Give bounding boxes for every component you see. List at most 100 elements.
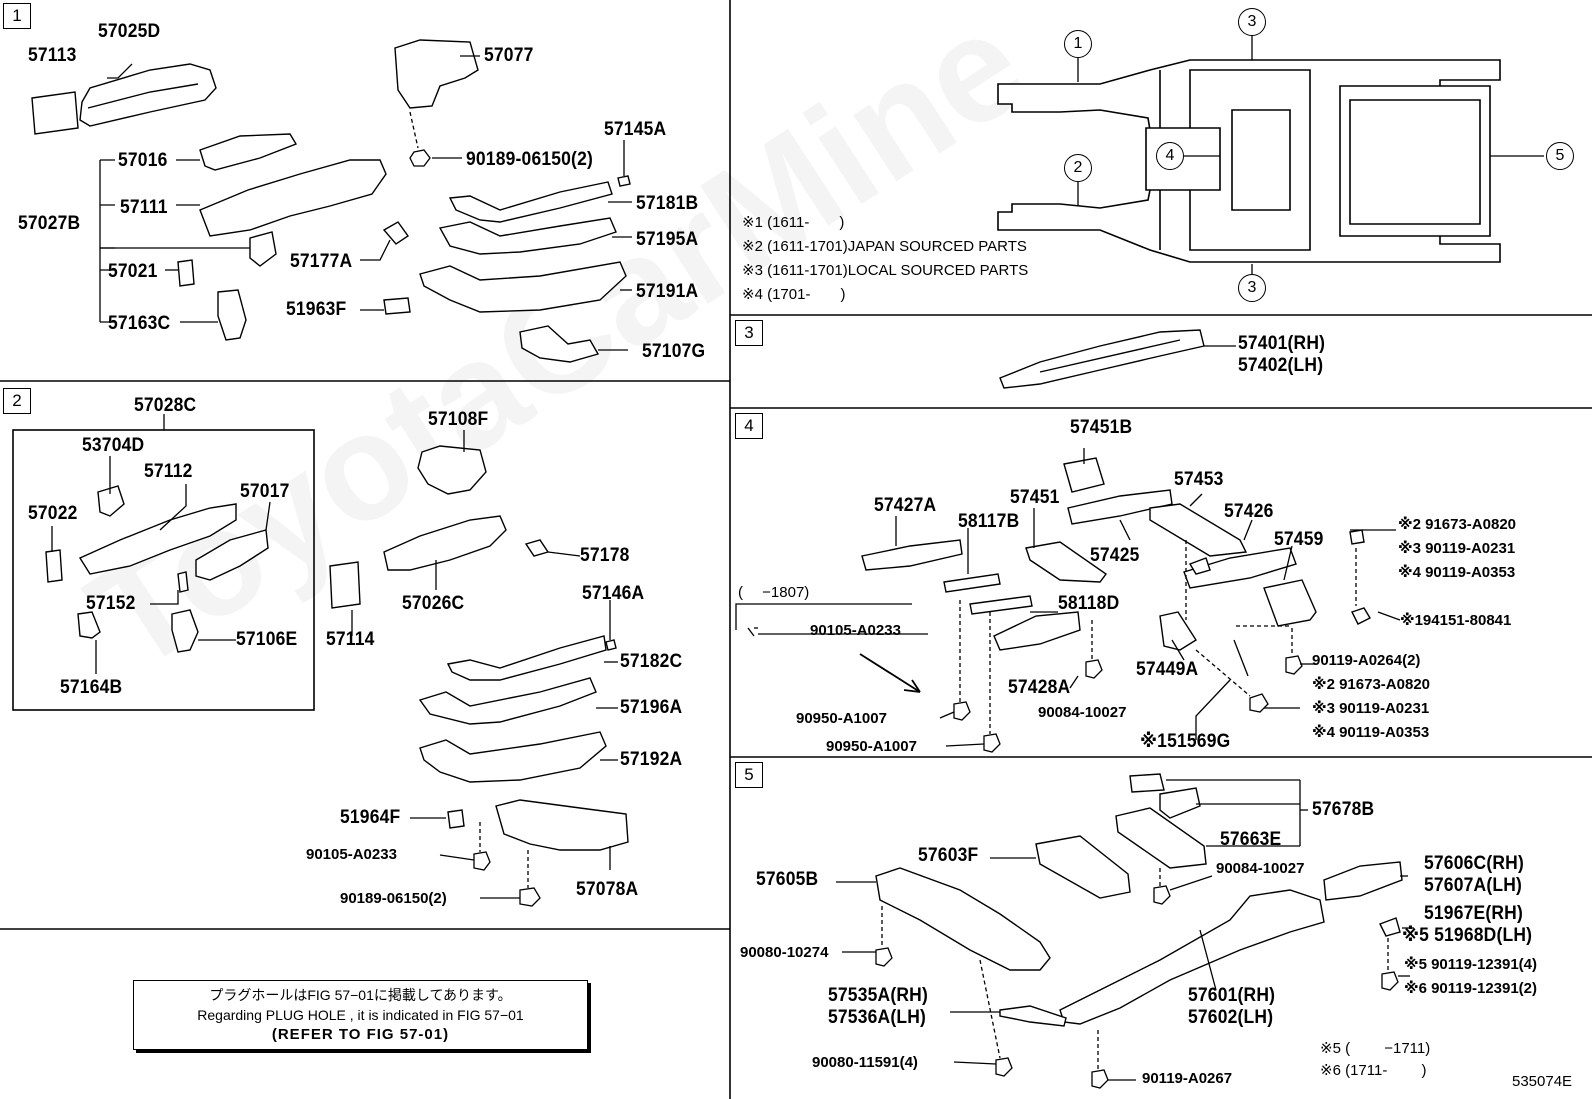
part-label-57535A-rh[interactable]: 57535A(RH): [828, 985, 928, 1006]
part-label-57401-rh[interactable]: 57401(RH): [1238, 333, 1326, 354]
section-marker-5: 5: [735, 762, 763, 788]
part-label-57195A[interactable]: 57195A: [636, 229, 699, 250]
part-label-57451[interactable]: 57451: [1010, 487, 1060, 508]
index-circle-3-top: 3: [1238, 8, 1266, 36]
part-label-57607A-lh[interactable]: 57607A(LH): [1424, 875, 1523, 896]
part-label-57146A[interactable]: 57146A: [582, 583, 645, 604]
part-label-57196A[interactable]: 57196A: [620, 697, 683, 718]
plug-note-en: Regarding PLUG HOLE , it is indicated in…: [197, 1007, 524, 1023]
part-label-57182C[interactable]: 57182C: [620, 651, 683, 672]
part-label-57022[interactable]: 57022: [28, 503, 78, 524]
part-label-57017[interactable]: 57017: [240, 481, 290, 502]
index-note-1: ※1 (1611- ): [742, 214, 845, 231]
section-marker-1: 1: [3, 3, 31, 29]
part-label-57114[interactable]: 57114: [326, 629, 375, 650]
part-label-90950-A1007-b[interactable]: 90950-A1007: [826, 738, 917, 755]
part-label-90105-A0233-s4[interactable]: 90105-A0233: [810, 622, 901, 639]
part-label-57025D[interactable]: 57025D: [98, 21, 161, 42]
part-label-57178[interactable]: 57178: [580, 545, 630, 566]
part-label-57191A[interactable]: 57191A: [636, 281, 699, 302]
index-circle-5: 5: [1546, 142, 1574, 170]
part-label-57181B[interactable]: 57181B: [636, 193, 699, 214]
part-label-57678B[interactable]: 57678B: [1312, 799, 1375, 820]
note-3-90119-A0231-a[interactable]: ※3 90119-A0231: [1398, 540, 1516, 557]
part-label-57177A[interactable]: 57177A: [290, 251, 353, 272]
part-label-57145A[interactable]: 57145A: [604, 119, 667, 140]
part-label-194151-80841[interactable]: ※194151-80841: [1400, 612, 1512, 629]
part-label-51569G[interactable]: ※151569G: [1140, 731, 1231, 752]
part-label-57603F[interactable]: 57603F: [918, 845, 979, 866]
part-label-90080-10274[interactable]: 90080-10274: [740, 944, 829, 961]
part-label-57164B[interactable]: 57164B: [60, 677, 123, 698]
part-label-57425[interactable]: 57425: [1090, 545, 1140, 566]
part-label-51967E-rh[interactable]: 51967E(RH): [1424, 903, 1524, 924]
index-note-4: ※4 (1701- ): [742, 286, 846, 303]
section-marker-4: 4: [735, 413, 763, 439]
plug-hole-note: プラグホールはFIG 57−01に掲載してあります。 Regarding PLU…: [133, 980, 588, 1050]
part-label-57192A[interactable]: 57192A: [620, 749, 683, 770]
plug-note-jp: プラグホールはFIG 57−01に掲載してあります。: [209, 987, 512, 1003]
part-label-57453[interactable]: 57453: [1174, 469, 1224, 490]
note-5-90119-12391[interactable]: ※5 90119-12391(4): [1404, 956, 1538, 973]
part-label-57028C[interactable]: 57028C: [134, 395, 197, 416]
range-note-6: ※6 (1711- ): [1320, 1062, 1427, 1079]
note-2-91673-A0820-a[interactable]: ※2 91673-A0820: [1398, 516, 1517, 533]
note-3-90119-A0231-b[interactable]: ※3 90119-A0231: [1312, 700, 1430, 717]
part-57113: [31, 91, 79, 135]
part-label-57021[interactable]: 57021: [108, 261, 158, 282]
section-marker-2: 2: [3, 388, 31, 414]
part-label-57106E[interactable]: 57106E: [236, 629, 298, 650]
part-label-57107G[interactable]: 57107G: [642, 341, 706, 362]
part-label-57077[interactable]: 57077: [484, 45, 534, 66]
part-label-90189-06150-b[interactable]: 90189-06150(2): [340, 890, 447, 907]
part-label-57606C-rh[interactable]: 57606C(RH): [1424, 853, 1524, 874]
part-label-57026C[interactable]: 57026C: [402, 593, 465, 614]
part-label-57078A[interactable]: 57078A: [576, 879, 639, 900]
part-label-58118D[interactable]: 58118D: [1058, 593, 1120, 614]
part-label-57451B[interactable]: 57451B: [1070, 417, 1133, 438]
part-label-57536A-lh[interactable]: 57536A(LH): [828, 1007, 927, 1028]
part-label-57016[interactable]: 57016: [118, 150, 168, 171]
part-label-90189-06150[interactable]: 90189-06150(2): [466, 149, 593, 170]
part-label-90119-A0264[interactable]: 90119-A0264(2): [1312, 652, 1421, 669]
index-circle-2: 2: [1064, 154, 1092, 182]
part-label-57027B[interactable]: 57027B: [18, 213, 81, 234]
part-label-57402-lh[interactable]: 57402(LH): [1238, 355, 1324, 376]
part-label-90084-10027-s4[interactable]: 90084-10027: [1038, 704, 1127, 721]
part-label-57449A[interactable]: 57449A: [1136, 659, 1199, 680]
part-label-57602-lh[interactable]: 57602(LH): [1188, 1007, 1274, 1028]
part-label-57428A[interactable]: 57428A: [1008, 677, 1071, 698]
part-label-58117B[interactable]: 58117B: [958, 511, 1020, 532]
part-label-57426[interactable]: 57426: [1224, 501, 1274, 522]
part-label-57427A[interactable]: 57427A: [874, 495, 937, 516]
part-label-57108F[interactable]: 57108F: [428, 409, 489, 430]
index-note-2: ※2 (1611-1701)JAPAN SOURCED PARTS: [742, 238, 1027, 255]
index-circle-4: 4: [1156, 142, 1184, 170]
part-label-51964F[interactable]: 51964F: [340, 807, 401, 828]
part-label-90105-A0233[interactable]: 90105-A0233: [306, 846, 397, 863]
range-note-5: ※5 ( −1711): [1320, 1040, 1431, 1057]
part-label-57113[interactable]: 57113: [28, 45, 77, 66]
index-circle-1: 1: [1064, 30, 1092, 58]
part-label-57605B[interactable]: 57605B: [756, 869, 819, 890]
note-6-90119-12391[interactable]: ※6 90119-12391(2): [1404, 980, 1538, 997]
part-label-57152[interactable]: 57152: [86, 593, 136, 614]
note-4-90119-A0353-b[interactable]: ※4 90119-A0353: [1312, 724, 1430, 741]
part-label-57112[interactable]: 57112: [144, 461, 193, 482]
part-label-53704D[interactable]: 53704D: [82, 435, 145, 456]
note-4-90119-A0353-a[interactable]: ※4 90119-A0353: [1398, 564, 1516, 581]
note-2-91673-A0820-b[interactable]: ※2 91673-A0820: [1312, 676, 1431, 693]
part-label-57601-rh[interactable]: 57601(RH): [1188, 985, 1276, 1006]
part-label-57459[interactable]: 57459: [1274, 529, 1324, 550]
part-label-57163C[interactable]: 57163C: [108, 313, 171, 334]
part-label-57111[interactable]: 57111: [120, 197, 168, 218]
part-label-90080-11591[interactable]: 90080-11591(4): [812, 1054, 918, 1071]
part-label-51968D-lh[interactable]: ※5 51968D(LH): [1402, 925, 1533, 946]
part-label-57663E[interactable]: 57663E: [1220, 829, 1282, 850]
part-label-90084-10027-s5[interactable]: 90084-10027: [1216, 860, 1305, 877]
figure-id: 535074E: [1512, 1073, 1573, 1090]
plug-note-ref[interactable]: (REFER TO FIG 57-01): [271, 1026, 450, 1043]
part-label-51963F[interactable]: 51963F: [286, 299, 347, 320]
part-label-90950-A1007-a[interactable]: 90950-A1007: [796, 710, 887, 727]
part-label-90119-A0267[interactable]: 90119-A0267: [1142, 1070, 1233, 1087]
